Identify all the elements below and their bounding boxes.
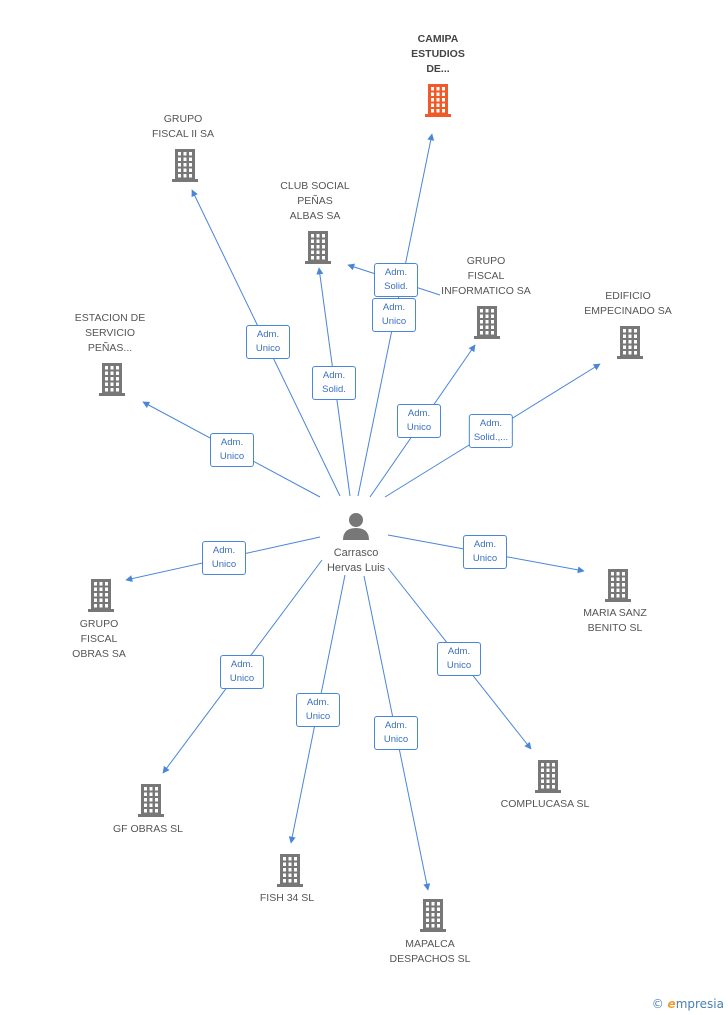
role-badge-estacion-servicio[interactable]: Adm. Unico	[210, 433, 254, 467]
role-badge-maria-sanz[interactable]: Adm. Unico	[463, 535, 507, 569]
company-label-gf-obras[interactable]: GF OBRAS SL	[112, 823, 184, 835]
role-badge-grupo-fiscal-ii[interactable]: Adm. Unico	[246, 325, 290, 359]
company-label-edificio-empecinado[interactable]: EDIFICIO EMPECINADO SA	[584, 290, 672, 317]
company-label-grupo-fiscal-obras[interactable]: GRUPO FISCAL OBRAS SA	[72, 618, 126, 660]
copyright-symbol: ©	[651, 997, 664, 1011]
role-badge-grupo-fiscal-obras[interactable]: Adm. Unico	[202, 541, 246, 575]
role-badge-complucasa[interactable]: Adm. Unico	[437, 642, 481, 676]
role-badge-fish34[interactable]: Adm. Unico	[296, 693, 340, 727]
role-badge-grupo-fiscal-informatico[interactable]: Adm. Unico	[397, 404, 441, 438]
role-badge-club-social[interactable]: Adm. Solid.	[312, 366, 356, 400]
center-person-name[interactable]: Carrasco Hervas Luis	[326, 547, 386, 574]
person-icon	[343, 513, 369, 540]
company-label-grupo-fiscal-informatico[interactable]: GRUPO FISCAL INFORMATICO SA	[441, 255, 531, 297]
building-icon-grupo-fiscal-informatico	[474, 306, 500, 339]
building-icon-club-social	[305, 231, 331, 264]
company-label-mapalca[interactable]: MAPALCA DESPACHOS SL	[389, 938, 471, 965]
building-icon-fish34	[277, 854, 303, 887]
role-badge-edificio-empecinado[interactable]: Adm. Solid.,...	[468, 414, 514, 448]
company-label-complucasa[interactable]: COMPLUCASA SL	[500, 798, 590, 810]
role-badge-mapalca[interactable]: Adm. Unico	[374, 716, 418, 750]
brand-name: mpresia	[675, 997, 724, 1011]
building-icon-grupo-fiscal-ii	[172, 149, 198, 182]
company-label-maria-sanz[interactable]: MARIA SANZ BENITO SL	[583, 607, 647, 634]
brand-initial: e	[667, 997, 676, 1011]
building-icon-gf-obras	[138, 784, 164, 817]
building-icon-maria-sanz	[605, 569, 631, 602]
building-icon-camipa	[425, 84, 451, 117]
company-label-fish34[interactable]: FISH 34 SL	[259, 892, 315, 904]
company-label-estacion-servicio[interactable]: ESTACION DE SERVICIO PEÑAS...	[74, 312, 146, 354]
building-icon-complucasa	[535, 760, 561, 793]
company-label-grupo-fiscal-ii[interactable]: GRUPO FISCAL II SA	[151, 113, 215, 140]
role-badge-gf-obras[interactable]: Adm. Unico	[220, 655, 264, 689]
building-icon-edificio-empecinado	[617, 326, 643, 359]
watermark: © empresia	[652, 997, 724, 1011]
building-icon-grupo-fiscal-obras	[88, 579, 114, 612]
building-icon-mapalca	[420, 899, 446, 932]
building-icon-estacion-servicio	[99, 363, 125, 396]
company-label-camipa[interactable]: CAMIPA ESTUDIOS DE...	[411, 33, 465, 75]
role-badge-grupo-fiscal-informatico-to-club-social[interactable]: Adm. Solid.	[374, 263, 418, 297]
role-badge-camipa[interactable]: Adm. Unico	[372, 298, 416, 332]
company-label-club-social[interactable]: CLUB SOCIAL PEÑAS ALBAS SA	[280, 180, 350, 222]
